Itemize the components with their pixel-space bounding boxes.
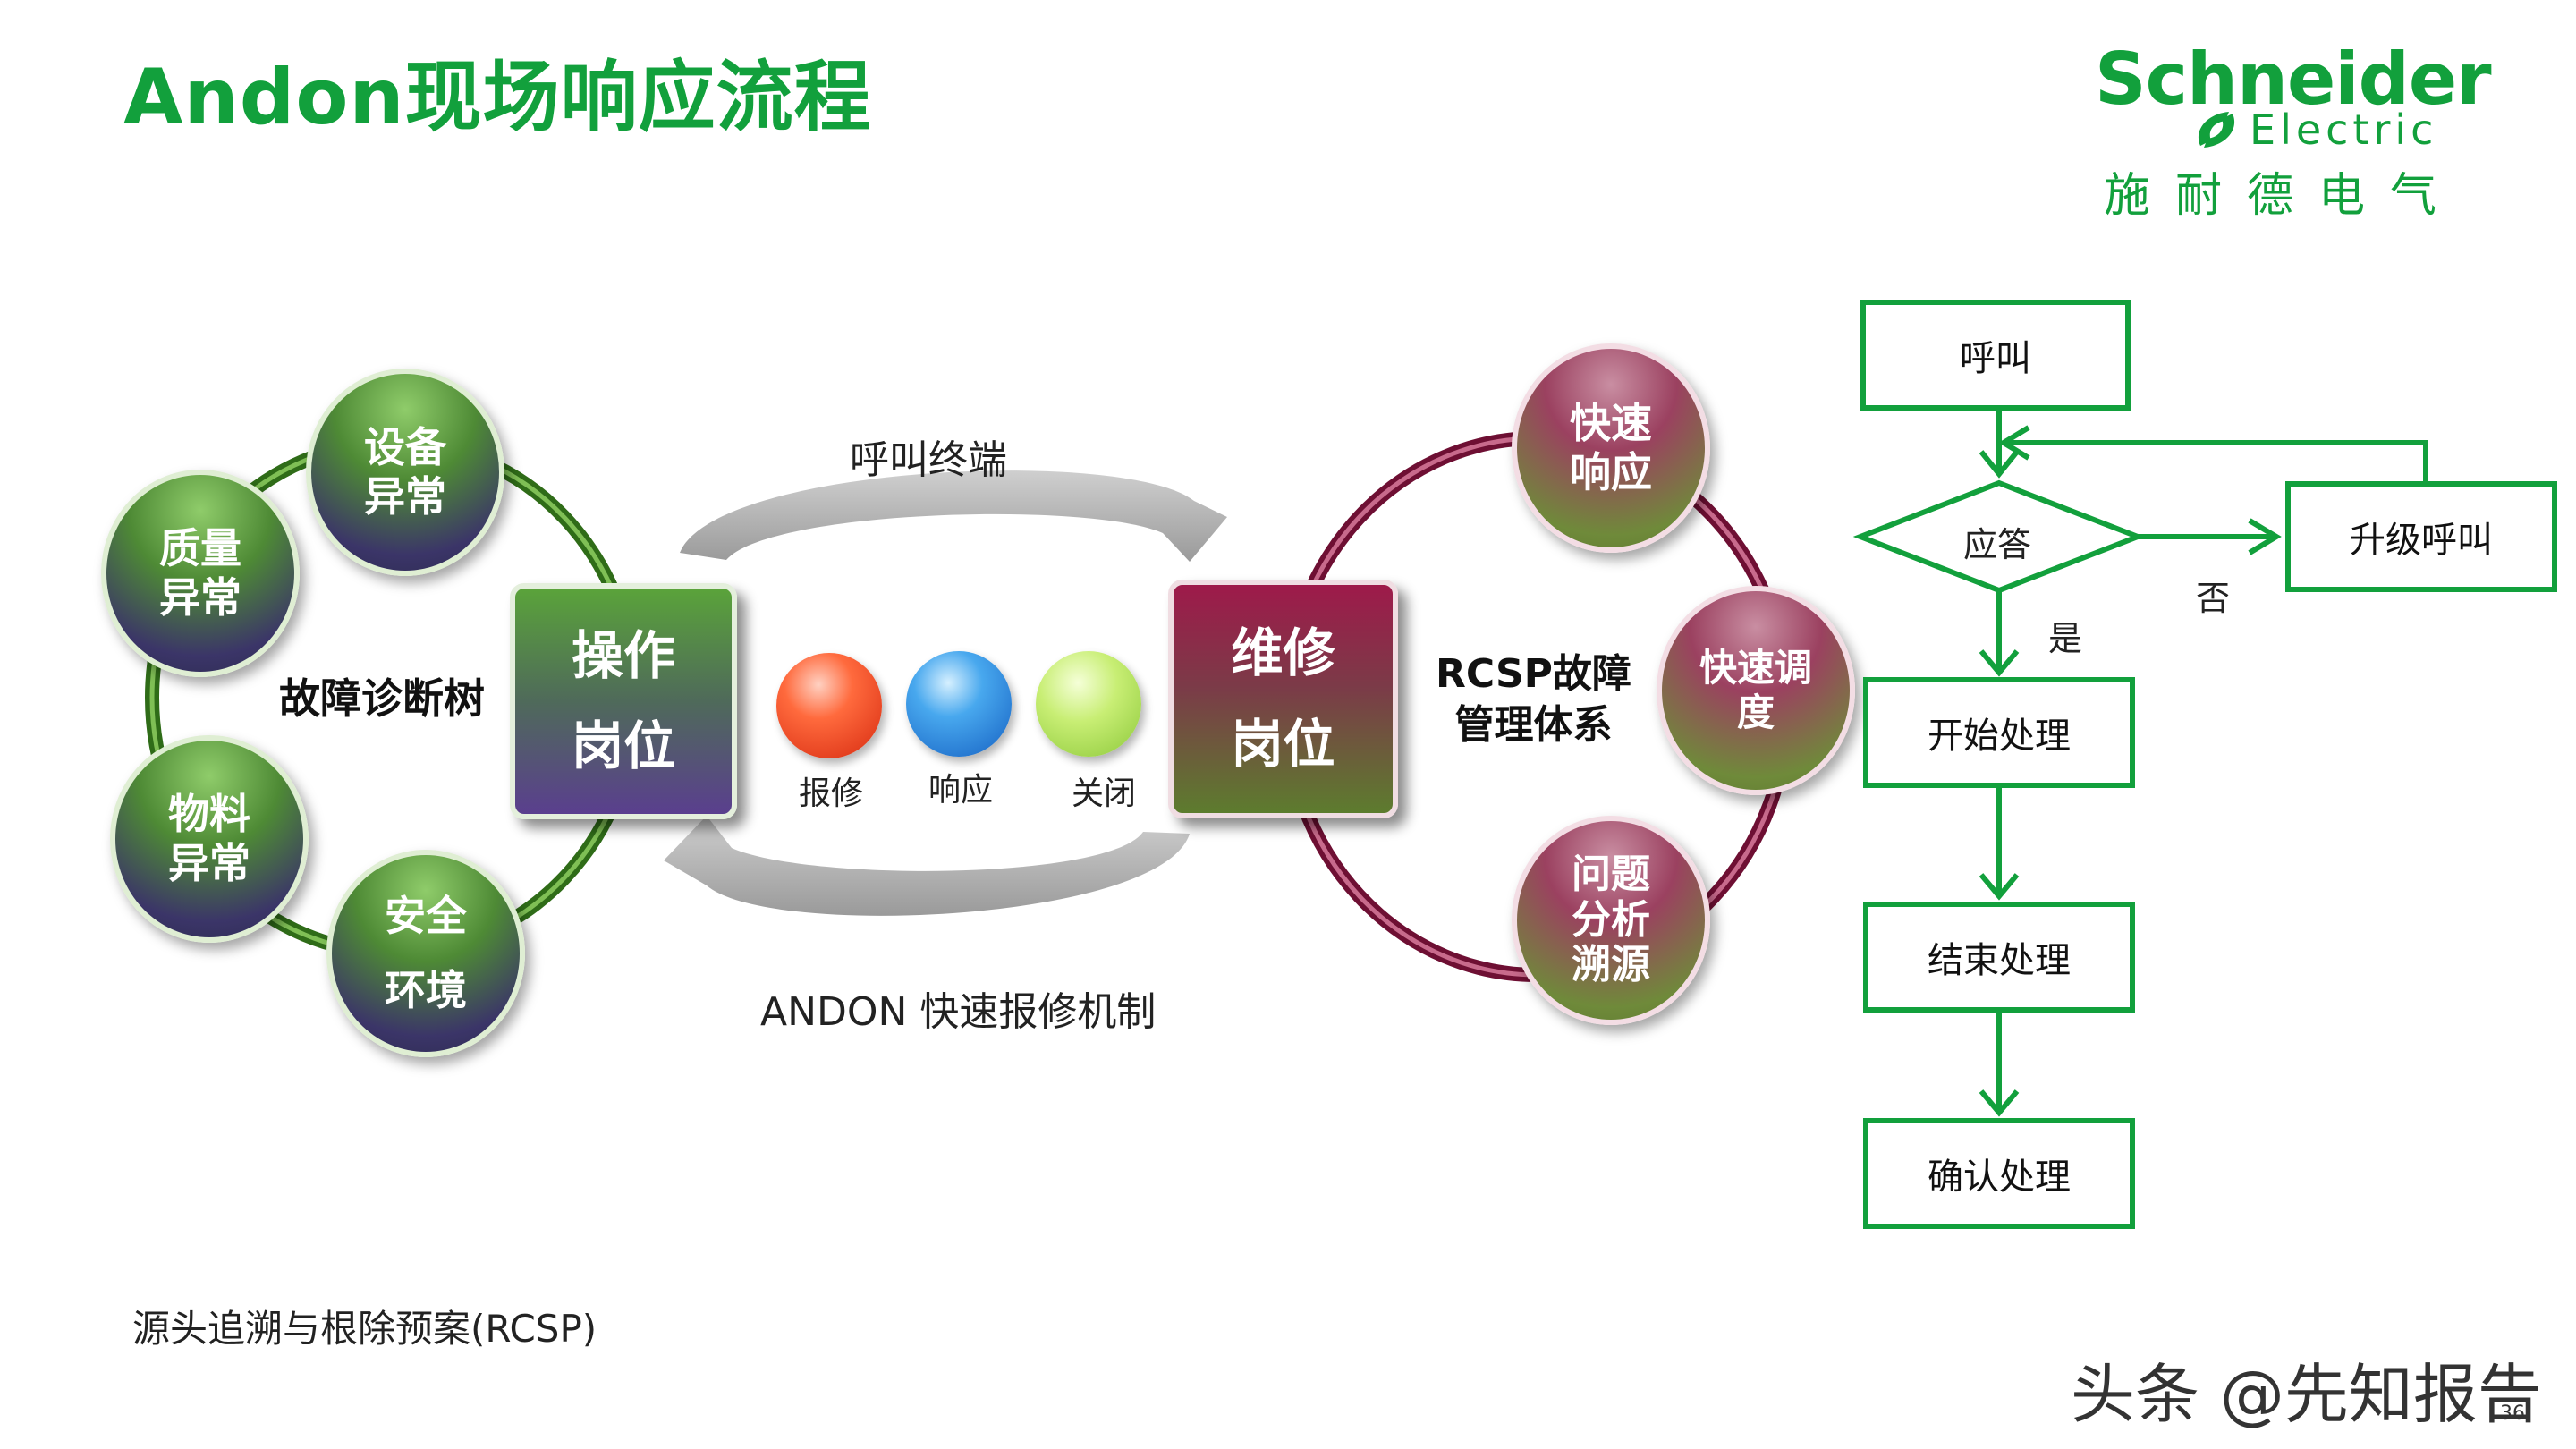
flow-answer-label: 应答 [1963,525,2032,564]
close-button-icon[interactable] [1036,651,1141,757]
page-title: Andon现场响应流程 [123,53,872,142]
maintenance-station-line2: 岗位 [1231,713,1335,775]
brand-logo-cn: 施耐德电气 [2104,169,2462,223]
node-material-abnormal: 物料 异常 [110,735,309,943]
andon-mechanism-label: ANDON 快速报修机制 [760,989,1157,1035]
flow-no-label: 否 [2196,579,2231,618]
arrow-bottom [664,816,1190,916]
respond-button-icon[interactable] [906,651,1012,757]
flow-escalate-box: 升级呼叫 [2285,481,2557,592]
node-root-cause-analysis: 问题 分析 溯源 [1512,816,1710,1025]
close-label: 关闭 [1072,775,1137,812]
respond-label: 响应 [928,772,994,809]
operator-station-box: 操作 岗位 [510,583,737,819]
repair-button-icon[interactable] [776,653,882,758]
node-quality-abnormal: 质量 异常 [101,470,300,677]
node-fast-response: 快速 响应 [1512,343,1710,553]
flow-answer-diamond [1852,479,2146,594]
brand-logo-name: Schneider [2095,38,2492,121]
brand-logo-sub: Electric [2250,106,2438,154]
footer-note: 源头追溯与根除预案(RCSP) [132,1307,597,1351]
repair-label: 报修 [799,775,864,812]
flow-end-box: 结束处理 [1863,902,2135,1013]
flow-start-box: 开始处理 [1863,677,2135,788]
node-fast-dispatch: 快速调 度 [1657,586,1855,795]
operator-station-line2: 岗位 [571,716,675,776]
node-safety-environment: 安全 环境 [326,850,525,1057]
operator-station-line1: 操作 [571,624,675,686]
schneider-logo-icon [2198,112,2235,148]
flow-confirm-box: 确认处理 [1863,1118,2135,1229]
maintenance-station-line1: 维修 [1231,623,1335,683]
page-number: 36 [2500,1402,2525,1425]
flow-connectors [1979,410,2428,1117]
flow-yes-label: 是 [2048,619,2083,658]
rcsp-system-label: RCSP故障 管理体系 [1436,651,1631,749]
watermark: 头条 @先知报告 [2071,1357,2542,1432]
flow-call-box: 呼叫 [1860,300,2131,411]
fault-diagnosis-tree-label: 故障诊断树 [279,674,485,723]
maintenance-station-box: 维修 岗位 [1168,580,1398,818]
node-equipment-abnormal: 设备 异常 [306,369,504,576]
call-terminal-label: 呼叫终端 [850,437,1007,483]
arrow-top [680,470,1227,562]
